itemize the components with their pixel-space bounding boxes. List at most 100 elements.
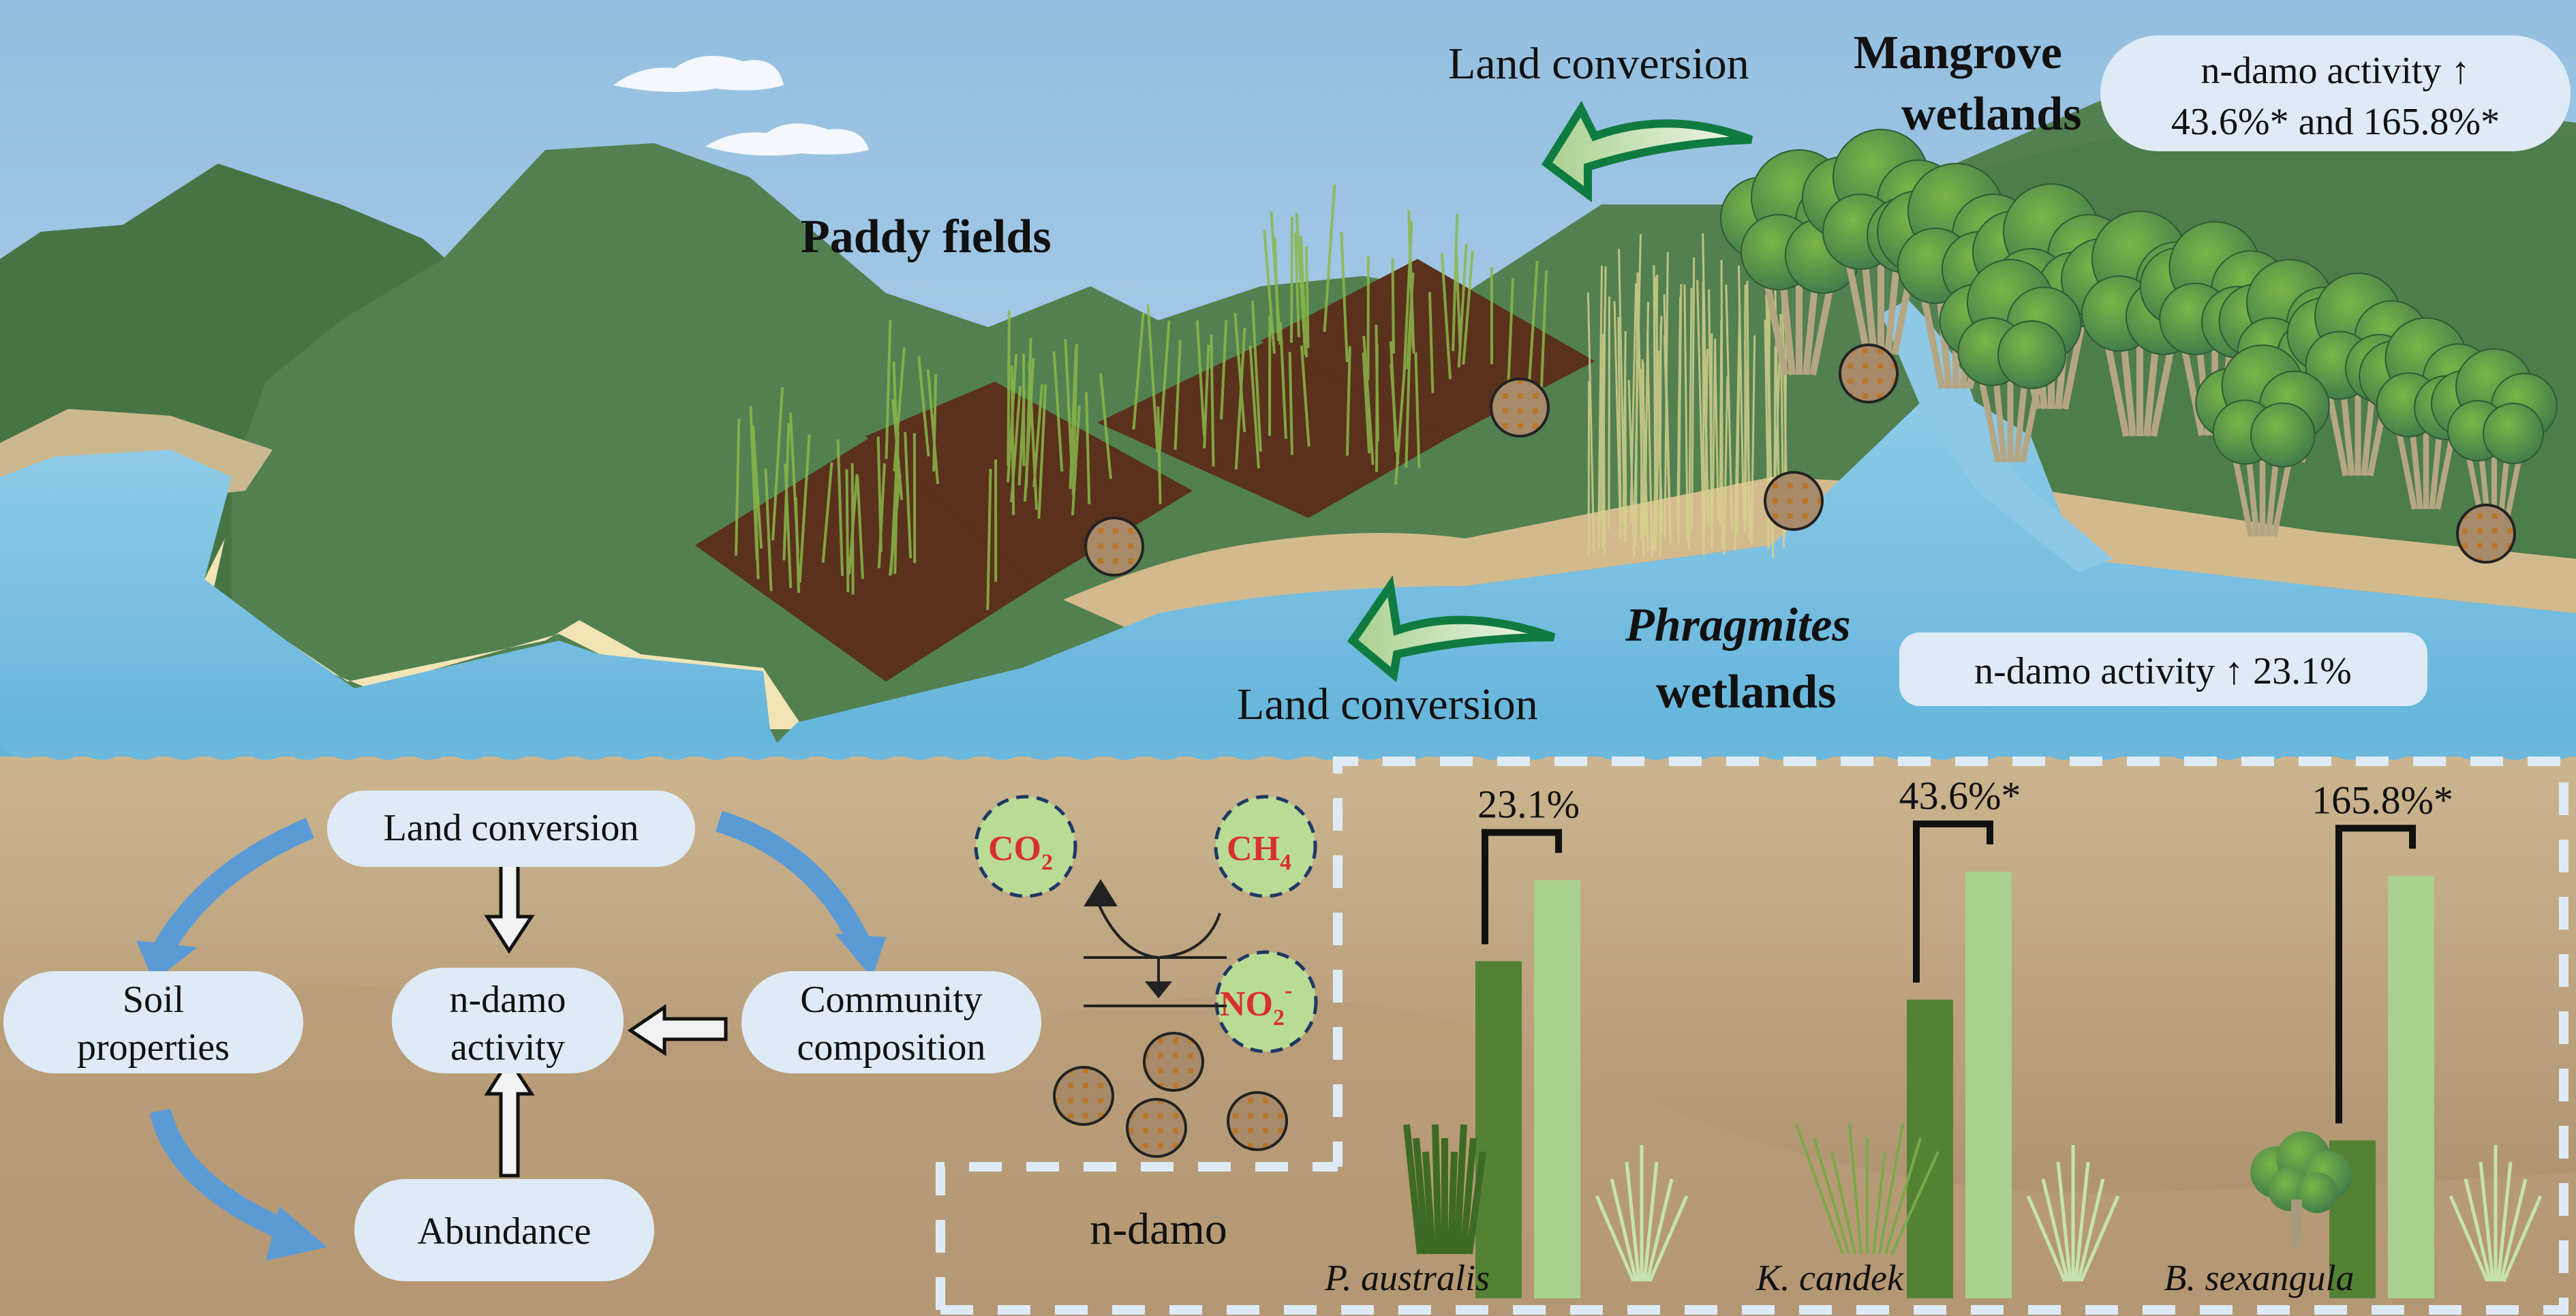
rice-blade (1595, 1195, 1636, 1282)
rice-stalk (836, 439, 844, 577)
land-conversion-arrow-top (1541, 100, 1753, 202)
rice-stalk (1210, 334, 1215, 467)
species-plant-icon-0 (1403, 1124, 1486, 1255)
phragmites-callout-box (1899, 632, 2427, 706)
significance-bracket-2 (2335, 825, 2416, 1124)
rice-blade (1648, 1195, 1689, 1282)
plant-blade (1848, 1124, 1862, 1255)
rice-stalk (1273, 238, 1280, 341)
phragmites-label-1: Phragmites (1625, 599, 1851, 652)
plant-blade (1403, 1124, 1424, 1255)
ndamo-frame (936, 1162, 1338, 1310)
ch4-bubble (1214, 795, 1317, 898)
node-ndamo-line2: activity (450, 1026, 565, 1069)
rice-stalk (1362, 352, 1371, 454)
rice-blade (1642, 1161, 1659, 1282)
cloud (705, 123, 869, 156)
reed-stalk (1617, 317, 1622, 523)
rice-stalk (1220, 320, 1228, 420)
rice-stalk (893, 347, 906, 472)
rice-plants (735, 185, 1548, 611)
node-abundance-box (354, 1179, 654, 1281)
rice-blade (2479, 1161, 2495, 1282)
rice-blade (2496, 1161, 2513, 1282)
rice-stalk (1024, 338, 1032, 488)
reed-stalk (1683, 284, 1689, 541)
node-community-line1: Community (800, 979, 983, 1021)
rice-stalk (1174, 339, 1182, 450)
paddy-plot (695, 436, 1036, 682)
rice-stalk (1414, 352, 1421, 469)
rice-stalk (1389, 341, 1398, 453)
rice-stalk (1132, 312, 1145, 430)
rice-blade (1610, 1178, 1638, 1282)
plant-blade (1460, 1137, 1477, 1255)
rice-stalk (1340, 232, 1349, 363)
rice-blade (2449, 1195, 2489, 1282)
plant-blade (1422, 1151, 1436, 1255)
reed-stalk (1691, 257, 1696, 531)
rice-stalk (1539, 271, 1548, 388)
rice-stalk (1195, 320, 1206, 436)
rice-stalk (1203, 344, 1210, 448)
rice-blade (2079, 1195, 2120, 1282)
soil-sample-icon (1084, 517, 1144, 577)
arrowhead (835, 934, 886, 978)
plant-blade (1878, 1124, 1904, 1255)
paddy-fields-label: Paddy fields (801, 211, 1052, 263)
mangrove-label-1: Mangrove (1854, 27, 2062, 79)
arrowhead (266, 1206, 327, 1261)
ndamo-process: CO2 CH4 NO2- n-damo (936, 756, 2569, 1315)
rice-stalk (1293, 232, 1300, 337)
rice-stalk (1345, 346, 1351, 456)
water-wave-edge (0, 743, 2576, 760)
sand-river-bank (1063, 477, 2576, 627)
no2-label: NO2- (1220, 978, 1292, 1030)
arrow-left-to-ndamo (627, 1004, 728, 1056)
rice-stalk (821, 462, 833, 563)
node-land-conversion: Land conversion (384, 807, 639, 849)
reed-stalk (1723, 376, 1729, 555)
rice-blade (2056, 1161, 2072, 1282)
reed-stalk (1586, 292, 1595, 553)
dashed-frames (936, 756, 2569, 1315)
rice-stalk (1391, 258, 1395, 354)
rice-stalk (1071, 405, 1081, 516)
mangrove-callout-line2: 43.6%* and 165.8%* (2171, 101, 2500, 143)
mangrove-trees (1720, 129, 2558, 537)
reed-stalk (1710, 333, 1713, 521)
rice-stalk (1052, 351, 1064, 472)
rice-stalk (1405, 273, 1415, 369)
phragmites-label-2: wetlands (1656, 666, 1836, 718)
reed-stalk (1719, 320, 1723, 526)
land-conversion-label-top: Land conversion (1448, 39, 1749, 89)
plant-blade (1466, 1151, 1486, 1255)
arrow-to-community (716, 810, 872, 952)
reaction-arrowhead-up (1084, 879, 1118, 906)
rice-stalk (1323, 185, 1336, 333)
plant-blade (1413, 1137, 1430, 1255)
rice-stalk (1099, 373, 1112, 479)
rice-stalk (752, 428, 760, 579)
microbe-icon (1126, 1098, 1187, 1158)
rice-stalk (1233, 312, 1246, 433)
rice-blade (1625, 1161, 1641, 1282)
mangrove-canopy (1997, 320, 2066, 389)
rice-stalk (798, 434, 811, 583)
mangrove-label-2: wetlands (1901, 88, 2081, 140)
phragmites-callout-text: n-damo activity ↑ 23.1% (1974, 650, 2352, 692)
significance-bracket-0 (1482, 829, 1562, 945)
paddy-plot (1097, 341, 1452, 518)
rice-stalk (794, 497, 801, 593)
plant-blade (1795, 1124, 1844, 1255)
plant-blade (1454, 1124, 1467, 1255)
node-ndamo-line1: n-damo (449, 979, 566, 1021)
mangrove-callout-line1: n-damo activity ↑ (2201, 50, 2470, 92)
rice-stalk (876, 436, 883, 552)
plant-blade (1890, 1151, 1939, 1255)
no2-bubble (1214, 950, 1318, 1054)
rice-stalk (771, 387, 784, 540)
reed-stalk (1640, 369, 1643, 541)
rice-stalk (1289, 217, 1293, 343)
